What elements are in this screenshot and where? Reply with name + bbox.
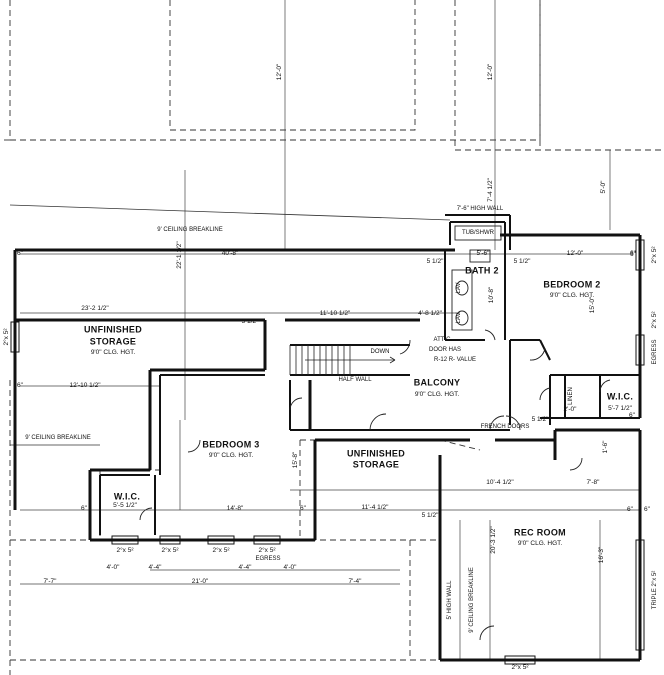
dim-4-4-b: 4'-4" [238, 563, 252, 571]
dim-4-0-a: 4'-0" [106, 563, 120, 571]
dim-6-top-left: 6" [17, 249, 23, 257]
dim-40-8: 40'-8" [221, 249, 239, 257]
high-wall-top: 7'-6" HIGH WALL [456, 206, 504, 212]
lav-label-2: LAV [456, 312, 462, 324]
dim-7-4: 7'-4 1/2" [486, 178, 494, 202]
window-label-1: 2°x 5² [116, 546, 134, 554]
dim-4-0-b: 4'-0" [283, 563, 297, 571]
dim-12-0-right: 12'-0" [486, 63, 494, 81]
dim-7-7: 7'-7" [43, 577, 57, 585]
dim-6-right-mid: 6" [630, 249, 636, 257]
dim-11-10: 11'-10 1/2" [319, 309, 351, 317]
bedroom3-label: BEDROOM 3 [202, 439, 260, 450]
dim-4-8: 4'-8 1/2" [418, 309, 442, 317]
dim-7-8: 7'-8" [586, 478, 600, 486]
window-label-4: 2°x 5² [258, 546, 276, 554]
unfinished-storage-label-2: UNFINISHED [346, 448, 406, 459]
dim-6-right-low: 6" [629, 411, 635, 419]
dim-10-4: 10'-4 1/2" [486, 478, 514, 486]
window-label-5: 2°x 5² [511, 663, 529, 671]
dim-6-bottom-left: 6" [81, 504, 87, 512]
dim-21-0: 21'-0" [191, 577, 209, 585]
linen-label: LINEN [568, 387, 574, 405]
window-label-left: 2°x 5² [2, 328, 10, 346]
dim-11-4: 11'-4 1/2" [361, 503, 389, 511]
dim-6-bottom-right: 6" [627, 505, 633, 513]
dim-5-1-2-b: 5 1/2" [513, 257, 531, 265]
dim-22-1: 22'-1 1/2" [175, 241, 183, 269]
dim-5-6: 5'-6" [476, 249, 490, 257]
dim-6-top-right: 6" [630, 250, 636, 258]
dim-7-4-bottom: 7'-4" [348, 577, 362, 585]
egress-note-1: EGRESS [255, 556, 281, 562]
unfinished-storage-label-2b: STORAGE [352, 459, 400, 470]
dim-5-0: 5'-0" [599, 180, 607, 194]
window-label-2: 2°x 5² [161, 546, 179, 554]
lav-label-1: LAV [456, 282, 462, 294]
dim-6-right-bottom: 6" [644, 505, 650, 513]
french-doors-note: FRENCH DOORS [480, 424, 530, 430]
dim-20-3: 20'-3 1/2" [489, 526, 497, 554]
balcony-ceiling: 9'0" CLG. HGT. [414, 390, 460, 398]
down-note: DOWN [370, 349, 390, 355]
dim-6-bottom-mid: 6" [300, 504, 306, 512]
dim-15-0: 15'-0" [588, 296, 596, 314]
dim-12-10: 12'-10 1/2" [69, 381, 101, 389]
wic-label-1: W.I.C. [113, 491, 141, 502]
triple-window-note: TRIPLE 2°x 5² [652, 570, 658, 610]
high-wall-rec: 5' HIGH WALL [447, 580, 453, 620]
rec-room-ceiling: 9'0" CLG. HGT. [517, 539, 563, 547]
dim-1-6: 1'-6" [601, 440, 609, 454]
dim-16-3: 16'-3" [597, 546, 605, 564]
tub-shower-label: TUB/SHWR [462, 230, 494, 236]
window-label-right2: 2°x 5² [650, 311, 658, 329]
unfinished-storage-ceiling-1: 9'0" CLG. HGT. [90, 348, 136, 356]
bedroom2-ceiling: 9'0" CLG. HGT. [549, 291, 595, 299]
dim-10-8: 10'-8" [487, 286, 495, 304]
wic-dim-1: 5'-5 1/2" [113, 501, 137, 509]
dim-2-0: 2'-0" [563, 405, 577, 413]
ceiling-breakline-top: 9' CEILING BREAKLINE [157, 227, 223, 233]
dim-14-8: 14'-8" [226, 504, 244, 512]
bedroom2-label: BEDROOM 2 [543, 279, 601, 290]
wic-dim-2: 5'-7 1/2" [608, 404, 632, 412]
dim-6-left-mid: 6" [17, 381, 23, 389]
half-wall-note: HALF WALL [338, 377, 372, 383]
attic-note-2: DOOR HAS [428, 347, 462, 353]
attic-note-1: ATTIC [433, 337, 451, 343]
dim-15-8: 15'-8" [291, 451, 299, 469]
wic-label-2: W.I.C. [606, 391, 634, 402]
attic-note-3: R-12 R- VALUE [434, 357, 476, 363]
window-label-3: 2°x 5² [212, 546, 230, 554]
dim-12-0-bed2: 12'-0" [566, 249, 584, 257]
egress-note-2: EGRESS [652, 339, 658, 365]
dim-23-2: 23'-2 1/2" [81, 304, 109, 312]
ceiling-breakline-rec: 9' CEILING BREAKLINE [469, 567, 475, 633]
dim-5-1-2-d: 5 1/2" [421, 511, 439, 519]
balcony-label: BALCONY [413, 377, 461, 388]
dim-5-1-2-a: 5 1/2" [426, 257, 444, 265]
bedroom3-ceiling: 9'0" CLG. HGT. [208, 451, 254, 459]
unfinished-storage-label-1: UNFINISHED [83, 324, 143, 335]
rec-room-label: REC ROOM [514, 527, 566, 538]
dim-5-1-2-c: 5 1/2" [241, 317, 259, 325]
ceiling-breakline-left: 9' CEILING BREAKLINE [25, 435, 91, 441]
dim-4-4-a: 4'-4" [148, 563, 162, 571]
dim-5-1-2-e: 5 1/2" [531, 415, 549, 423]
window-label-right1: 2°x 5² [650, 246, 658, 264]
dim-12-0-left: 12'-0" [275, 63, 283, 81]
bath2-label: BATH 2 [465, 265, 499, 276]
unfinished-storage-label-1b: STORAGE [89, 336, 137, 347]
